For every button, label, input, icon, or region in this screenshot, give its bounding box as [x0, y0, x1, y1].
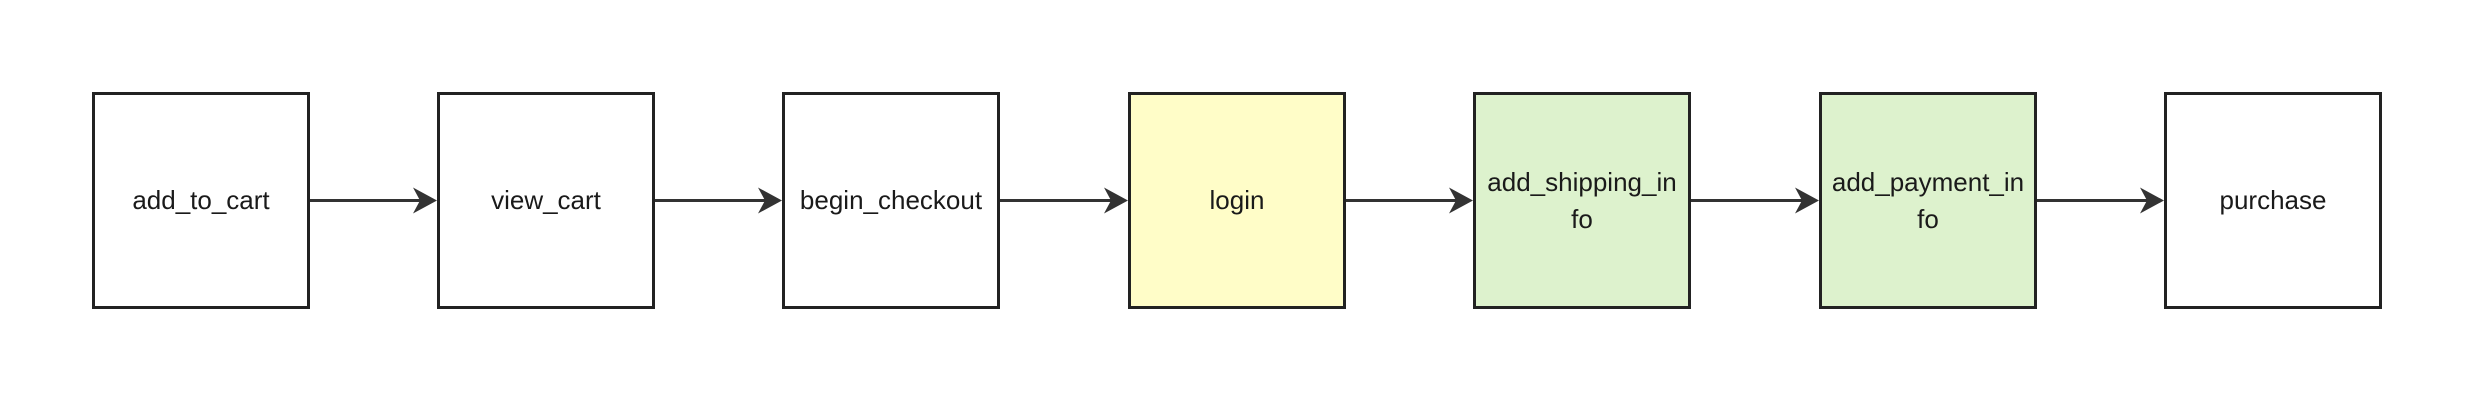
node-label: view_cart [491, 185, 601, 215]
arrowhead-icon [413, 187, 437, 214]
arrow-add_payment_info-to-purchase [2037, 187, 2164, 214]
arrowhead-icon [2140, 187, 2164, 214]
node-label: add_shipping_info [1487, 166, 1677, 234]
arrow-begin_checkout-to-login [1000, 187, 1128, 214]
node-add-to-cart[interactable]: add_to_cart [92, 92, 310, 309]
node-label: add_to_cart [132, 185, 270, 215]
node-purchase[interactable]: purchase [2164, 92, 2382, 309]
node-login[interactable]: login [1128, 92, 1346, 309]
arrowhead-icon [1795, 187, 1819, 214]
node-label: login [1209, 185, 1265, 215]
arrow-view_cart-to-begin_checkout [655, 187, 782, 214]
node-add-shipping-info[interactable]: add_shipping_info [1473, 92, 1691, 309]
node-label: begin_checkout [799, 185, 983, 215]
node-begin-checkout[interactable]: begin_checkout [782, 92, 1000, 309]
arrowhead-icon [758, 187, 782, 214]
node-label: purchase [2219, 185, 2327, 215]
node-add-payment-info[interactable]: add_payment_info [1819, 92, 2037, 309]
node-label: add_payment_info [1831, 166, 2025, 234]
arrowhead-icon [1449, 187, 1473, 214]
arrow-login-to-add_shipping_info [1346, 187, 1473, 214]
arrowhead-icon [1104, 187, 1128, 214]
node-view-cart[interactable]: view_cart [437, 92, 655, 309]
arrow-add_to_cart-to-view_cart [310, 187, 437, 214]
arrow-add_shipping_info-to-add_payment_info [1691, 187, 1819, 214]
